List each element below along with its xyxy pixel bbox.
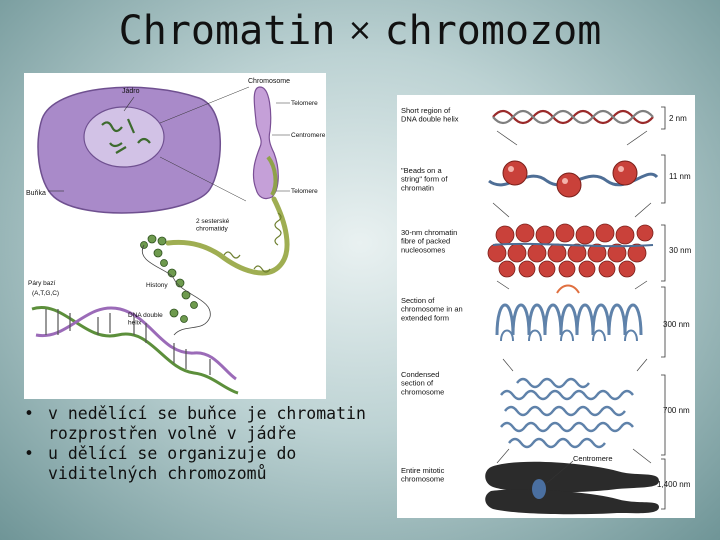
chromatin-illustration: Jádro Buňka Chromosome Telomere Centrome… — [26, 78, 326, 395]
chromatin-to-dna-figure: Jádro Buňka Chromosome Telomere Centrome… — [24, 73, 326, 399]
label-chromosome: Chromosome — [248, 78, 290, 85]
beads-on-string — [488, 160, 659, 198]
bullet-list: • v nedělící se buňce je chromatin rozpro… — [22, 404, 382, 484]
label-bases: (A,T,G,C) — [32, 290, 59, 297]
dna-helix-illustration — [31, 306, 239, 395]
condensed-chromosome-section — [500, 377, 634, 449]
cell-illustration — [37, 86, 222, 214]
coiled-fiber-illustration — [165, 196, 290, 276]
bullet-item: • v nedělící se buňce je chromatin rozpro… — [22, 404, 382, 444]
title-chromozom: chromozom — [384, 8, 602, 54]
title-chromatin: Chromatin — [118, 8, 336, 54]
bullet-item: • u dělící se organizuje do viditelných c… — [22, 444, 382, 484]
extended-chromosome-loops — [495, 303, 643, 342]
mitotic-chromosome — [485, 461, 659, 515]
label-cell: Buňka — [26, 190, 46, 197]
dna-double-helix — [492, 109, 654, 125]
label-histones: Histony — [146, 282, 168, 289]
scale-700nm: 700 nm — [663, 406, 690, 415]
label-centromere: Centromere — [291, 132, 326, 139]
slide-title: Chromatin × chromozom — [0, 8, 720, 54]
label-nucleus: Jádro — [122, 88, 140, 95]
label-telomere-bottom: Telomere — [291, 188, 318, 195]
thirty-nm-fibre — [487, 223, 654, 278]
scale-11nm: 11 nm — [669, 172, 691, 181]
scale-1400nm: 1,400 nm — [657, 480, 691, 489]
scale-300nm: 300 nm — [663, 320, 690, 329]
nucleosome-beads — [140, 234, 198, 323]
label-telomere-top: Telomere — [291, 100, 318, 107]
scale-2nm: 2 nm — [669, 114, 687, 123]
title-times-symbol: × — [347, 13, 373, 48]
scale-30nm: 30 nm — [669, 246, 692, 255]
bullet-text-1: v nedělící se buňce je chromatin rozpros… — [48, 404, 366, 443]
bullet-dot-icon: • — [24, 444, 34, 463]
bullet-dot-icon: • — [24, 404, 34, 423]
label-base-pairs: Páry bazí — [28, 280, 56, 287]
label-centromere-mitotic: Centromere — [573, 454, 613, 463]
chromosome-illustration — [252, 86, 279, 200]
bullet-text-2: u dělící se organizuje do viditelných ch… — [48, 444, 297, 483]
